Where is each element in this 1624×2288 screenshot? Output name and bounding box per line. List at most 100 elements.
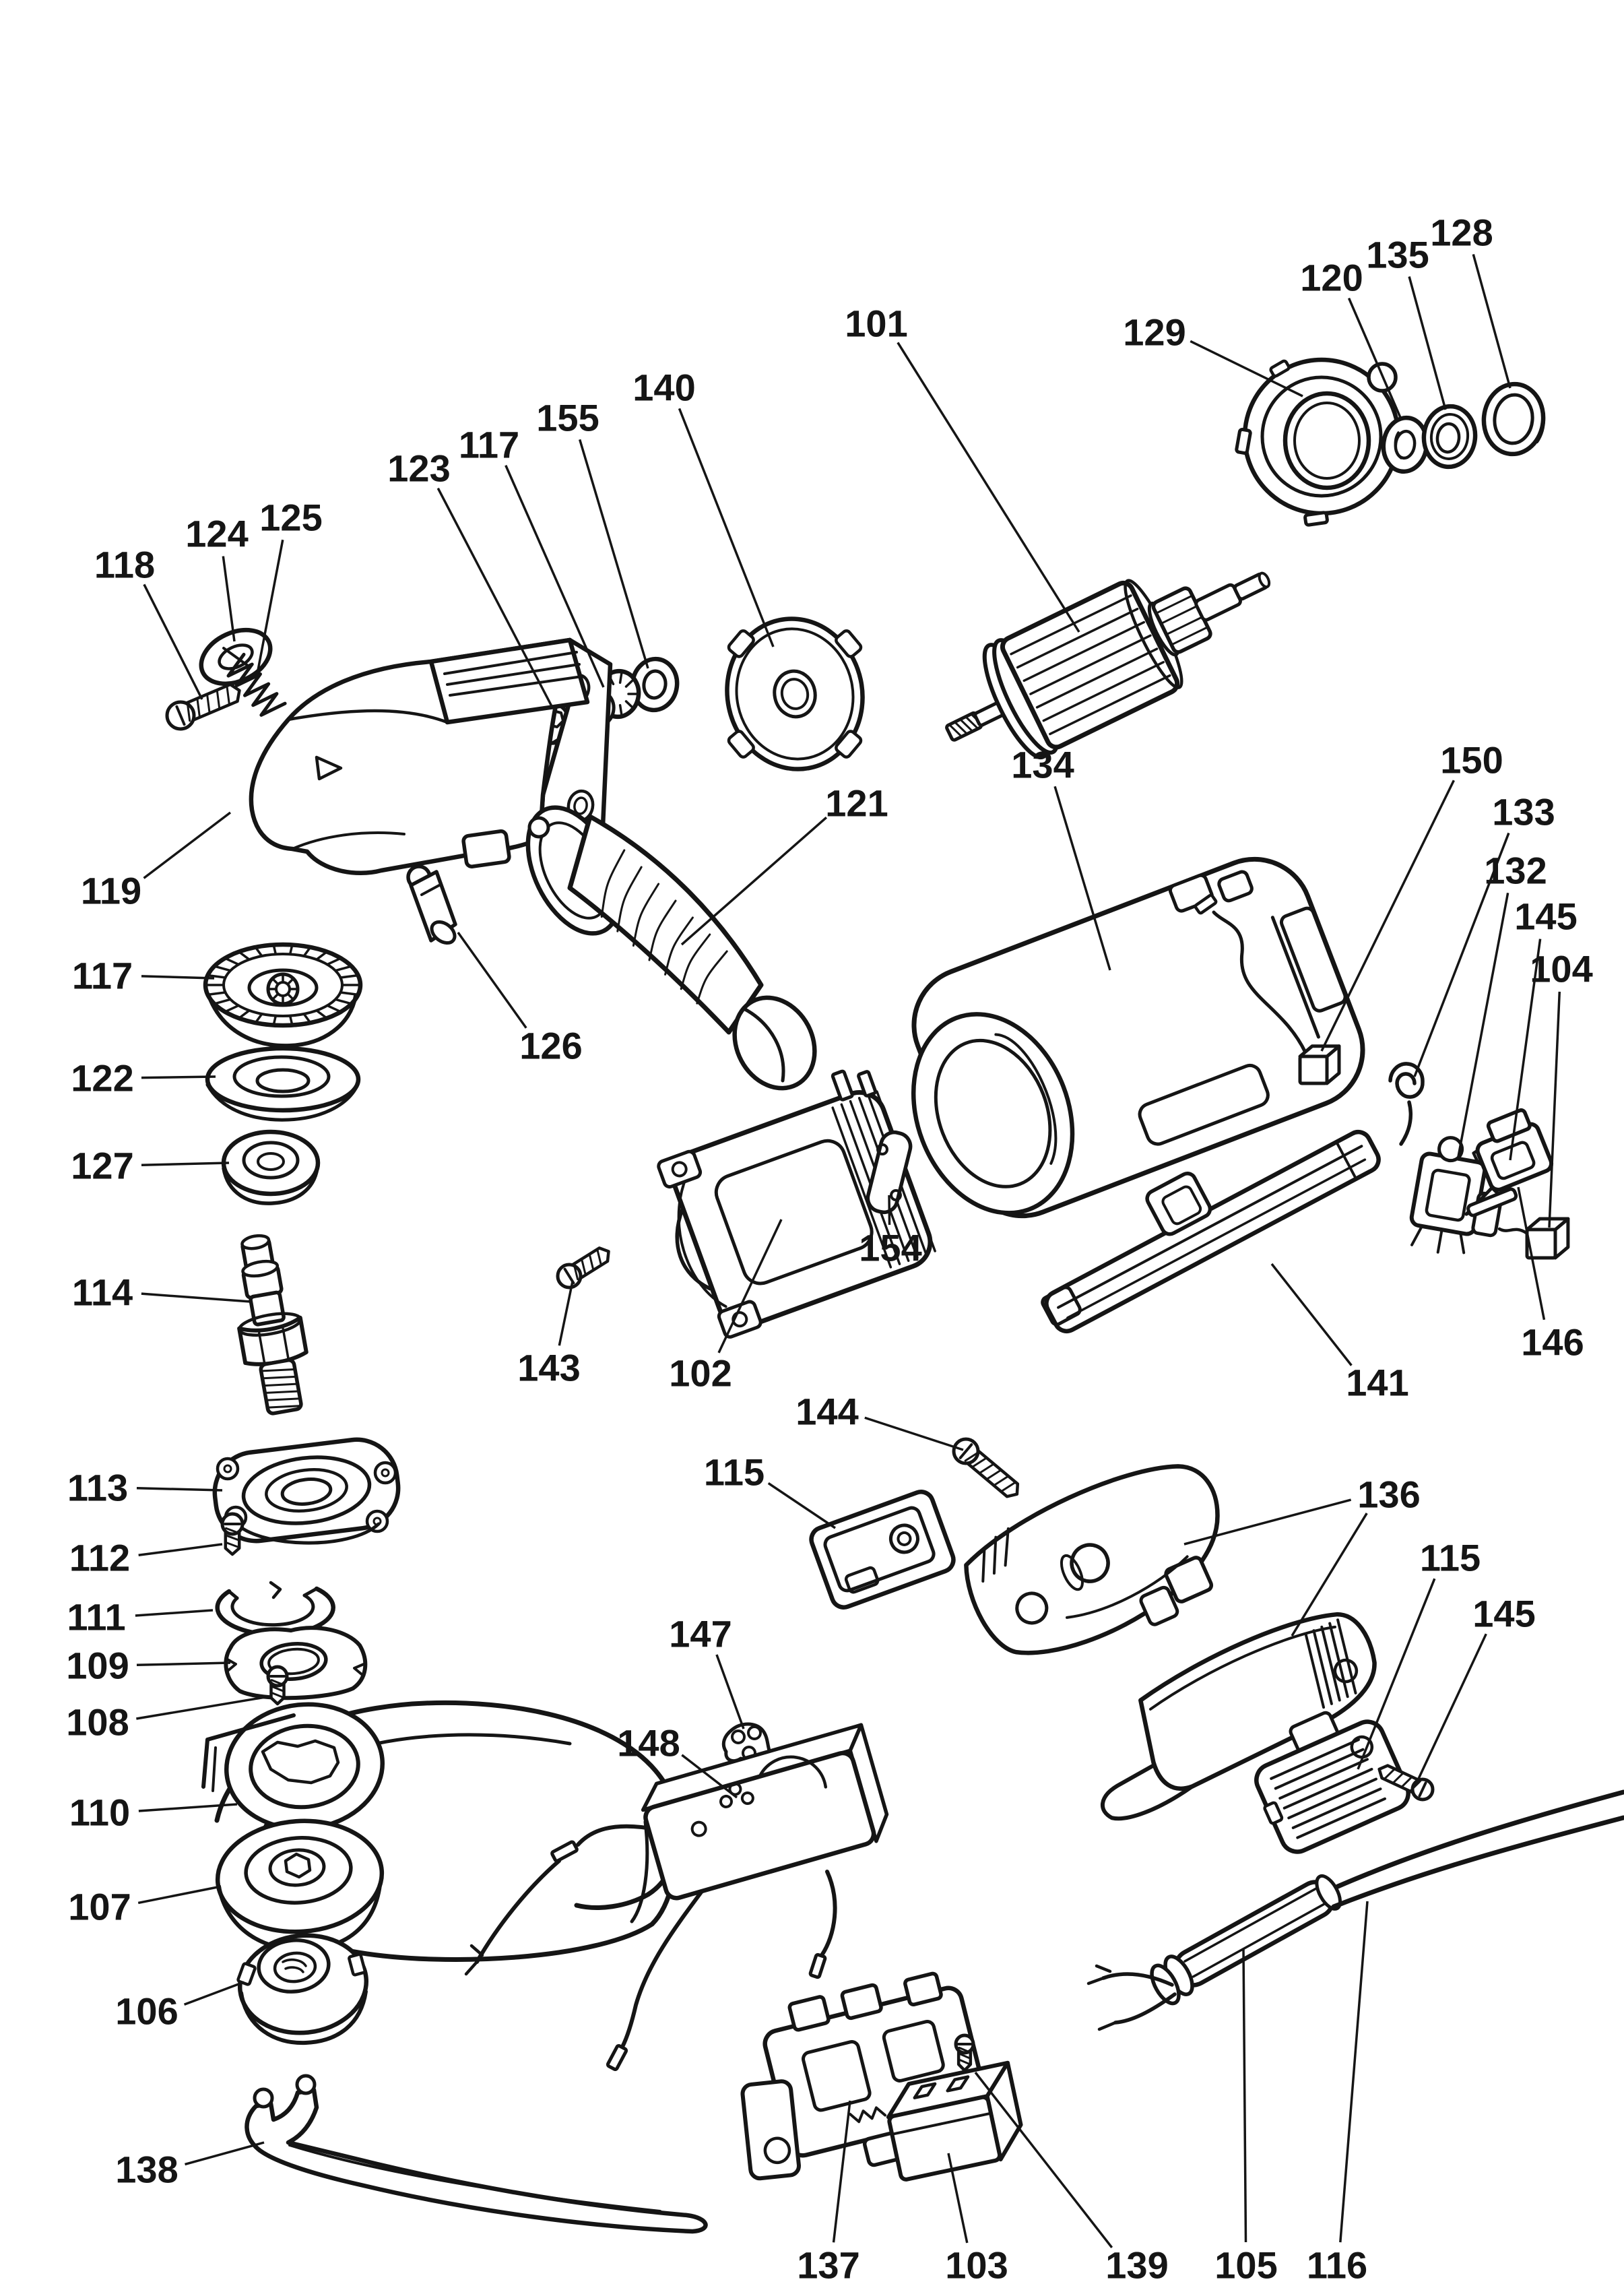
part-screw-145 <box>1377 1764 1435 1802</box>
part-label-119: 119 <box>81 870 141 912</box>
part-label-143: 143 <box>517 1347 580 1389</box>
leader-line-145-right <box>1417 1633 1487 1779</box>
leader-line-115-right <box>1357 1578 1436 1770</box>
part-label-105: 105 <box>1214 2244 1277 2287</box>
callout-125: 125 <box>256 497 323 674</box>
callout-101: 101 <box>845 303 1080 633</box>
part-ball-bearing-135 <box>1421 404 1478 470</box>
leader-line-126 <box>457 931 527 1029</box>
part-cord-guard-105 <box>1150 1874 1342 2006</box>
callout-145-right: 145 <box>1417 1593 1536 1779</box>
part-label-112: 112 <box>69 1537 130 1579</box>
part-side-handle-121 <box>525 805 817 1091</box>
callout-112: 112 <box>69 1537 223 1579</box>
callout-133: 133 <box>1413 791 1555 1077</box>
leader-line-113 <box>136 1486 223 1492</box>
controller-local <box>641 1723 889 1901</box>
callout-121: 121 <box>680 782 888 946</box>
part-carbon-brush-104 <box>1497 1217 1570 1260</box>
part-pin-wrench-138 <box>245 2074 708 2234</box>
part-brush-holder-132 <box>1409 1136 1503 1254</box>
part-label-110: 110 <box>69 1791 130 1834</box>
slider-bar-local <box>1041 1129 1381 1334</box>
part-switch-slider-bar-141 <box>1041 1129 1381 1334</box>
parts-layer <box>165 357 1624 2234</box>
part-fan-baffle-140 <box>725 616 865 771</box>
leader-line-112 <box>138 1543 223 1557</box>
leader-line-148 <box>681 1754 738 1799</box>
armature-local <box>945 571 1271 760</box>
part-motor-housing-134 <box>911 856 1365 1219</box>
part-label-126: 126 <box>519 1025 582 1067</box>
leader-line-143 <box>558 1281 574 1346</box>
leader-line-140 <box>678 408 775 647</box>
part-label-111: 111 <box>67 1596 125 1639</box>
field-local <box>657 1069 936 1339</box>
callout-104: 104 <box>1530 948 1593 1228</box>
part-terminal-block-103 <box>886 2060 1023 2182</box>
part-label-122: 122 <box>71 1057 133 1100</box>
part-label-116: 116 <box>1307 2244 1367 2287</box>
part-label-140: 140 <box>632 367 695 409</box>
part-clamp-nut-106 <box>236 1933 369 2045</box>
part-screw-108 <box>266 1665 289 1706</box>
part-label-104: 104 <box>1530 948 1592 990</box>
leader-line-144 <box>864 1416 964 1451</box>
leader-line-155 <box>578 439 649 669</box>
callout-136: 136 <box>1183 1473 1421 1636</box>
leader-line-107 <box>137 1885 222 1905</box>
callout-135: 135 <box>1366 234 1447 410</box>
leader-line-105 <box>1242 1948 1247 2243</box>
leader-line-135 <box>1408 276 1447 410</box>
part-wheel-guard-110 <box>201 1700 681 1962</box>
part-thrust-washer-122 <box>205 1046 361 1122</box>
callout-128: 128 <box>1430 212 1512 389</box>
handle-shell-inner-local <box>964 1464 1220 1655</box>
part-baffle-plate-154 <box>866 1130 913 1215</box>
leader-line-118 <box>143 583 203 700</box>
part-label-136: 136 <box>1357 1473 1420 1516</box>
leader-line-138 <box>185 2141 265 2166</box>
callout-137: 137 <box>797 2100 860 2287</box>
callout-132: 132 <box>1456 850 1547 1161</box>
part-spindle-114 <box>237 1234 308 1416</box>
leader-line-123 <box>436 487 554 708</box>
callout-109: 109 <box>66 1645 231 1687</box>
callout-150: 150 <box>1320 739 1503 1052</box>
leader-line-108 <box>136 1695 270 1720</box>
leader-line-114 <box>141 1292 251 1303</box>
part-bearing-housing-ring-129 <box>1235 357 1401 527</box>
part-label-150: 150 <box>1440 739 1503 782</box>
part-screw-139 <box>954 2033 975 2072</box>
part-brush-with-lead-150 <box>1194 893 1341 1085</box>
vent-cover-local <box>1254 1719 1410 1854</box>
leader-line-102 <box>717 1219 783 1354</box>
lock-button-local <box>809 1490 956 1610</box>
leader-line-115-left <box>767 1482 836 1529</box>
part-label-106: 106 <box>115 1990 178 2033</box>
part-label-132: 132 <box>1484 850 1547 892</box>
leader-line-104 <box>1548 991 1561 1228</box>
leader-line-124 <box>222 556 236 642</box>
callout-139: 139 <box>974 2071 1169 2287</box>
part-crown-gear-117 <box>203 942 363 1048</box>
part-label-147: 147 <box>669 1613 732 1655</box>
part-label-123: 123 <box>387 447 450 490</box>
callout-122: 122 <box>71 1057 216 1100</box>
leader-line-109 <box>136 1661 231 1667</box>
callout-105: 105 <box>1214 1948 1278 2287</box>
part-label-118: 118 <box>94 544 155 586</box>
callout-129: 129 <box>1123 311 1303 398</box>
cord-guard-local <box>1150 1874 1342 2006</box>
callout-126: 126 <box>457 931 583 1067</box>
part-retaining-ring-128 <box>1481 381 1546 457</box>
leader-line-110 <box>138 1803 238 1812</box>
leader-line-101 <box>897 342 1080 633</box>
callout-107: 107 <box>68 1885 222 1928</box>
part-label-146: 146 <box>1521 1321 1584 1364</box>
callout-102: 102 <box>669 1219 783 1395</box>
part-field-assembly-102 <box>657 1069 936 1339</box>
leader-line-132 <box>1456 893 1509 1161</box>
